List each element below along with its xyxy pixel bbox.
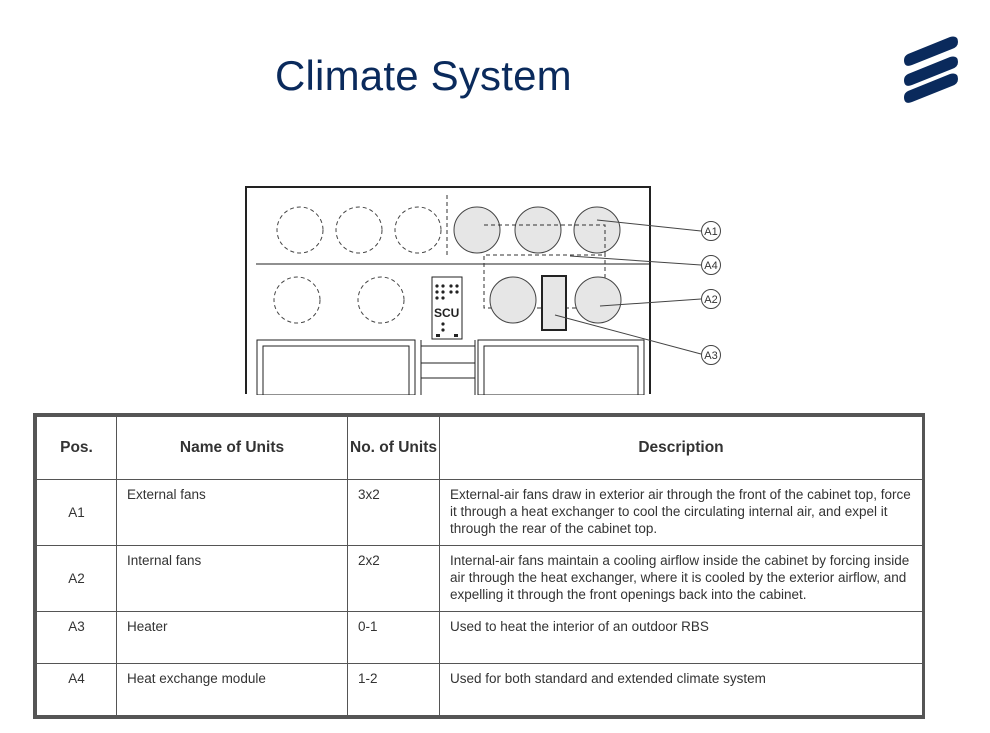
fan-position-dashed [394,206,442,254]
callout-a3-label: A3 [704,350,717,362]
cell-pos: A2 [36,545,117,613]
cell-units: 1-2 [347,663,440,716]
callout-a2: A2 [701,289,721,309]
cell-units: 2x2 [347,545,440,613]
heat-exchanger-outline [483,224,606,309]
cell-description: Used for both standard and extended clim… [439,663,923,716]
cell-pos: A1 [36,478,117,547]
table-row: A2 Internal fans 2x2 Internal-air fans m… [36,545,923,613]
cell-pos: A4 [36,663,117,716]
cell-units: 0-1 [347,611,440,665]
scu-label: SCU [434,306,459,320]
fan-position-dashed [357,276,405,324]
cell-pos: A3 [36,611,117,665]
internal-fan [574,276,622,324]
internal-fan [489,276,537,324]
header-pos: Pos. [36,416,117,480]
cell-description: Used to heat the interior of an outdoor … [439,611,923,665]
climate-system-diagram: SCU A1 A4 A2 [240,180,730,395]
cell-description: External-air fans draw in exterior air t… [439,478,923,547]
cell-units: 3x2 [347,478,440,547]
callout-a4-label: A4 [704,260,717,272]
callout-a3: A3 [701,345,721,365]
callout-a1: A1 [701,221,721,241]
external-fan [573,206,621,254]
brand-logo-icon [900,32,962,104]
table-header-row: Pos. Name of Units No. of Units Descript… [36,416,923,480]
fan-position-dashed [276,206,324,254]
fan-position-dashed [335,206,383,254]
external-fan [453,206,501,254]
table-row: A4 Heat exchange module 1-2 Used for bot… [36,663,923,716]
cell-name: External fans [116,478,348,547]
fan-position-dashed [273,276,321,324]
callout-a1-label: A1 [704,226,717,238]
cell-name: Internal fans [116,545,348,613]
units-table: Pos. Name of Units No. of Units Descript… [36,416,923,716]
slide-title: Climate System [275,52,572,99]
header-name: Name of Units [116,416,348,480]
table-row: A1 External fans 3x2 External-air fans d… [36,478,923,547]
units-table-container: Pos. Name of Units No. of Units Descript… [33,413,925,719]
header-description: Description [439,416,923,480]
cell-name: Heat exchange module [116,663,348,716]
heater [541,275,567,331]
cabinet-outline [245,186,651,394]
cell-description: Internal-air fans maintain a cooling air… [439,545,923,613]
header-units: No. of Units [347,416,440,480]
cell-name: Heater [116,611,348,665]
callout-a4: A4 [701,255,721,275]
callout-a2-label: A2 [704,294,717,306]
external-fan [514,206,562,254]
table-row: A3 Heater 0-1 Used to heat the interior … [36,611,923,665]
